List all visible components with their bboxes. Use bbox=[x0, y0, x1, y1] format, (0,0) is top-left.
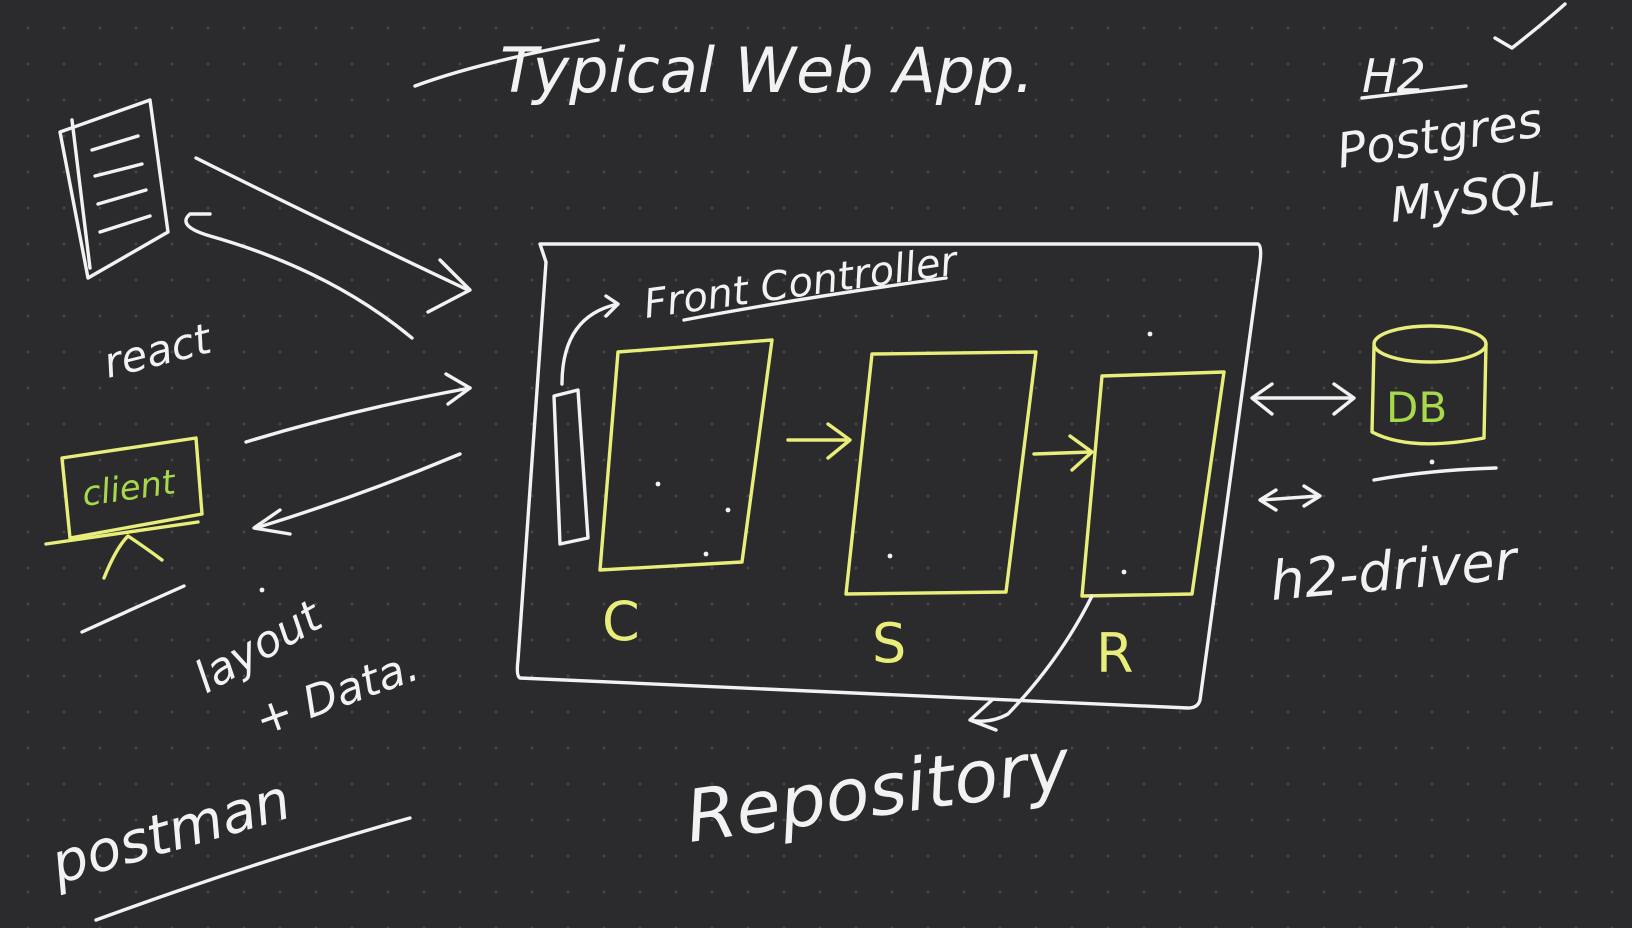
box-dot bbox=[1121, 569, 1127, 575]
service-layer-box bbox=[844, 350, 1038, 596]
box-dot bbox=[655, 481, 661, 487]
request-arrow-from-page bbox=[194, 156, 472, 314]
browser-page-icon bbox=[58, 98, 170, 280]
response-arrow-to-page bbox=[184, 212, 414, 340]
db-underline-stroke bbox=[1372, 466, 1498, 482]
front-controller-bar bbox=[552, 388, 590, 546]
box-dot bbox=[887, 553, 893, 559]
response-arrow-to-client bbox=[252, 452, 462, 536]
box-dot bbox=[259, 587, 265, 593]
repository-layer-box bbox=[1080, 370, 1226, 598]
application-container bbox=[515, 242, 1263, 710]
front-controller-arrow bbox=[560, 294, 620, 386]
box-dot bbox=[703, 551, 709, 557]
arrow-service-to-repository bbox=[1032, 434, 1094, 472]
box-dot bbox=[1147, 331, 1153, 337]
repository-label: Repository bbox=[681, 722, 1076, 859]
request-arrow-from-client bbox=[244, 372, 472, 444]
controller-layer-box bbox=[598, 338, 774, 572]
repository-pointer-arrow bbox=[968, 594, 1094, 732]
title-underline-stroke bbox=[413, 38, 600, 88]
arrow-controller-to-service bbox=[786, 422, 852, 460]
page-title: Typical Web App. bbox=[500, 34, 1034, 107]
postman-label: postman bbox=[43, 767, 298, 897]
box-dot bbox=[725, 507, 731, 513]
client-scribble-stroke bbox=[80, 584, 186, 634]
database-cylinder-icon bbox=[1370, 324, 1488, 446]
db-option-mysql: MySQL bbox=[1387, 161, 1557, 234]
h2-underline-stroke bbox=[1360, 84, 1468, 100]
db-dot bbox=[1429, 459, 1435, 465]
driver-connection-arrow bbox=[1258, 484, 1322, 512]
db-label: DB bbox=[1386, 383, 1447, 432]
front-controller-underline-stroke bbox=[682, 276, 948, 322]
postman-underline-stroke bbox=[94, 816, 412, 922]
controller-layer-label: C bbox=[602, 590, 640, 653]
react-label: react bbox=[99, 314, 218, 388]
service-layer-label: S bbox=[872, 612, 906, 675]
repository-layer-label: R bbox=[1096, 622, 1134, 685]
h2-driver-label: h2-driver bbox=[1268, 528, 1522, 613]
checkmark-icon bbox=[1493, 2, 1567, 50]
app-db-connection-arrow bbox=[1250, 382, 1356, 416]
client-monitor-icon bbox=[44, 436, 204, 580]
client-label: client bbox=[80, 462, 180, 515]
